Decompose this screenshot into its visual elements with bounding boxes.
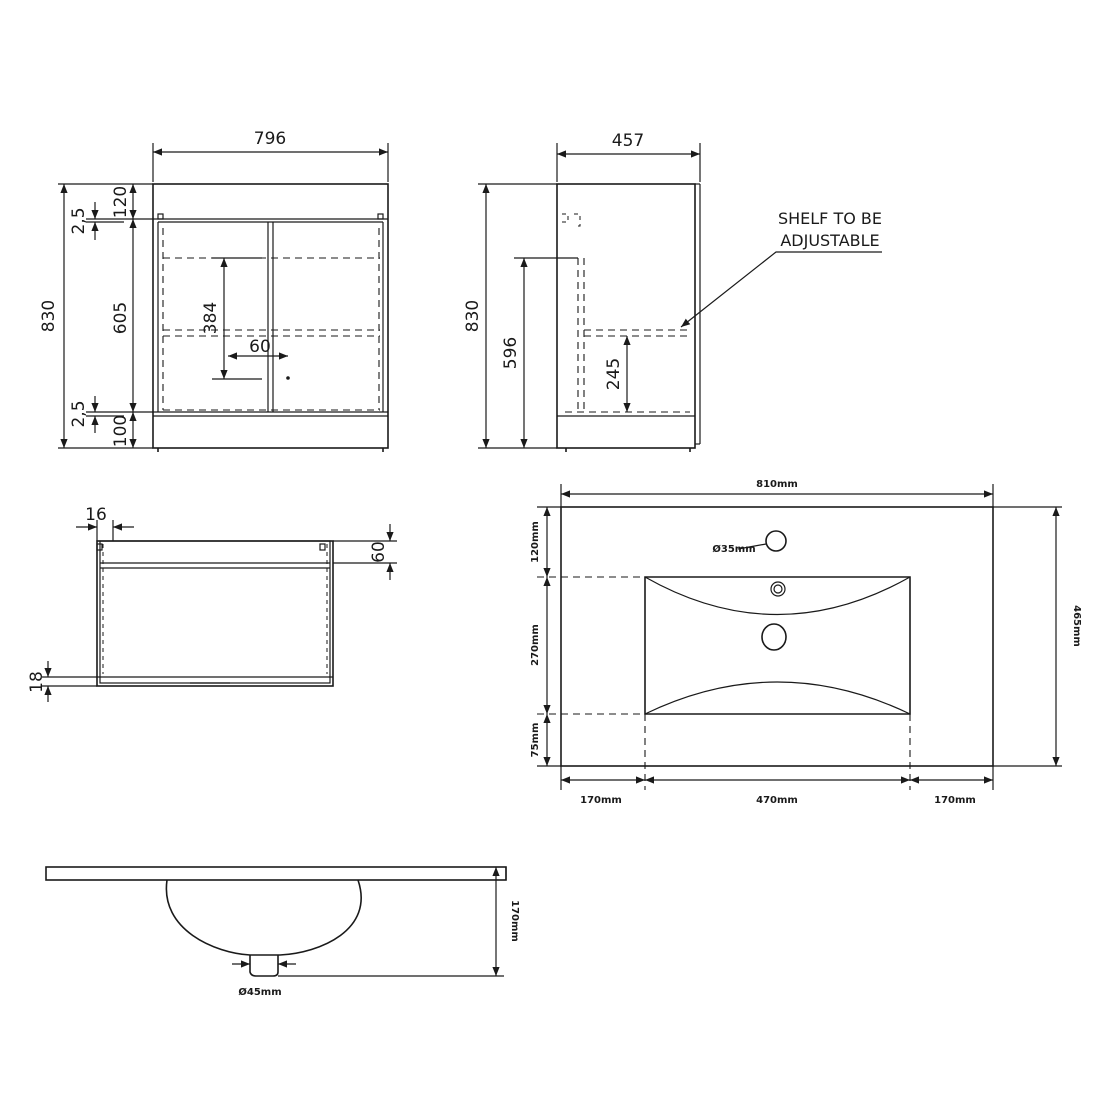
front-height-label: 830 — [39, 300, 59, 332]
basin-bowl-profile — [165, 879, 362, 956]
base-thickness-label: 18 — [27, 671, 47, 693]
right-margin-label: 170mm — [934, 795, 976, 806]
side-view: 457 596 830 245 SHELF TO BE ADJUSTABLE — [463, 131, 882, 452]
inner-height-label: 605 — [111, 302, 131, 334]
left-margin-label: 170mm — [580, 795, 622, 806]
basin-plan-outline — [560, 506, 994, 767]
handle-offset-label: 60 — [249, 337, 271, 357]
bowl-depth-label: 270mm — [530, 624, 541, 666]
front-width-label: 796 — [254, 129, 286, 149]
handle-height-label: 384 — [201, 302, 221, 334]
tap-offset-label: 120mm — [530, 521, 541, 563]
overflow-hole — [770, 581, 786, 597]
basin-width-label: 810mm — [756, 479, 798, 490]
shelf-note-line1: SHELF TO BE — [778, 209, 882, 228]
shelf-note-leader — [680, 251, 882, 328]
basin-section: 170mm Ø45mm — [45, 866, 520, 998]
front-margin-label: 75mm — [530, 723, 541, 758]
side-inner-height-label: 596 — [501, 337, 521, 369]
basin-bowl-outline — [644, 576, 911, 715]
waste-diameter-label: Ø45mm — [238, 986, 281, 998]
front-view: 796 384 60 — [39, 129, 389, 452]
basin-top-slab — [45, 866, 507, 881]
panel-thickness-label: 16 — [85, 505, 107, 525]
waste-hole — [761, 623, 787, 651]
bowl-width-label: 470mm — [756, 795, 798, 806]
tap-hole-label: Ø35mm — [712, 543, 755, 555]
tap-hole — [765, 530, 787, 552]
top-rail-label: 120 — [111, 186, 131, 218]
knob-marker — [286, 376, 290, 380]
rail-depth-label: 60 — [369, 541, 389, 563]
basin-plan: 810mm 465mm Ø35mm 120mm 270mm 75mm 1 — [530, 479, 1082, 806]
shelf-height-label: 245 — [604, 358, 624, 390]
bottom-gap-label: 2,5 — [69, 400, 89, 427]
plinth-label: 100 — [111, 415, 131, 447]
front-cabinet-outline — [152, 183, 389, 449]
waste-outlet — [249, 955, 279, 977]
shelf-note-line2: ADJUSTABLE — [780, 231, 879, 250]
top-gap-label: 2,5 — [69, 207, 89, 234]
side-height-label: 830 — [463, 300, 483, 332]
basin-section-height-label: 170mm — [509, 900, 520, 942]
side-depth-label: 457 — [612, 131, 644, 151]
top-section: 16 60 18 — [27, 505, 397, 702]
basin-depth-label: 465mm — [1071, 605, 1082, 647]
